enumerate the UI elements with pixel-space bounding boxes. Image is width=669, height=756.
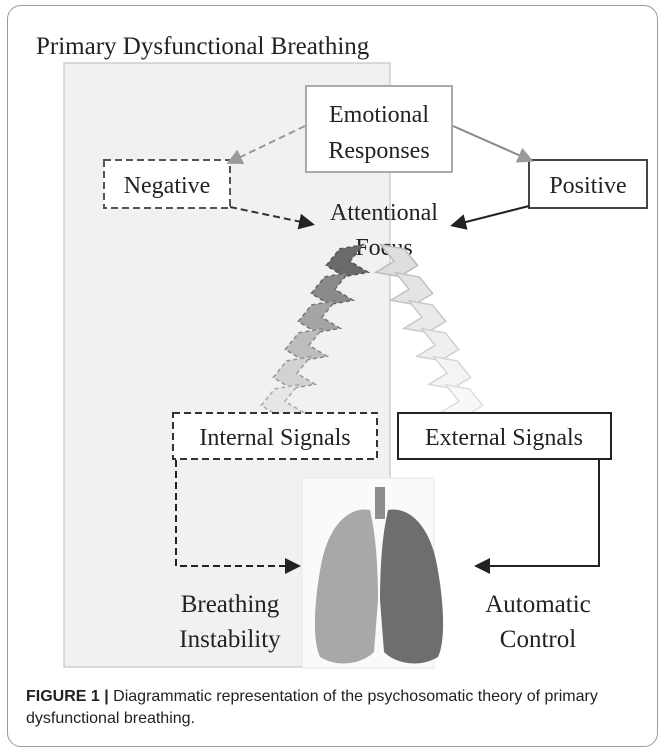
caption-text: Diagrammatic representation of the psych…	[26, 688, 598, 727]
arrow-to-positive	[452, 125, 534, 163]
breathing-instability-line2: Instability	[179, 626, 281, 653]
external-signals-box	[397, 412, 612, 460]
diagram-title: Primary Dysfunctional Breathing	[36, 33, 370, 60]
arrow-negative-to-focus	[229, 206, 315, 230]
chevrons-external	[373, 243, 484, 418]
emotional-responses-line2: Responses	[328, 138, 429, 164]
external-signals-label: External Signals	[425, 425, 583, 451]
emotional-responses-box	[305, 85, 453, 173]
arrow-external-to-control	[474, 460, 600, 574]
diagram: Primary Dysfunctional Breathing Emotiona…	[36, 33, 648, 669]
attentional-focus-line1: Attentional	[330, 200, 438, 226]
emotional-responses-line1: Emotional	[329, 102, 429, 128]
arrow-positive-to-focus	[450, 205, 530, 230]
positive-box	[528, 159, 648, 209]
chevrons-internal	[260, 243, 371, 418]
negative-box	[103, 159, 231, 209]
breathing-instability-line1: Breathing	[181, 591, 280, 618]
arrow-internal-to-instability	[175, 460, 301, 574]
caption-label: FIGURE 1 |	[26, 688, 109, 705]
positive-label: Positive	[549, 173, 626, 199]
automatic-control-line2: Control	[500, 626, 576, 653]
internal-signals-box	[172, 412, 378, 460]
lungs-icon	[301, 477, 444, 669]
negative-label: Negative	[124, 173, 211, 199]
figure-caption: FIGURE 1 | Diagrammatic representation o…	[26, 686, 646, 730]
arrow-to-negative	[226, 125, 306, 165]
internal-signals-label: Internal Signals	[199, 425, 350, 451]
automatic-control-line1: Automatic	[485, 591, 591, 618]
